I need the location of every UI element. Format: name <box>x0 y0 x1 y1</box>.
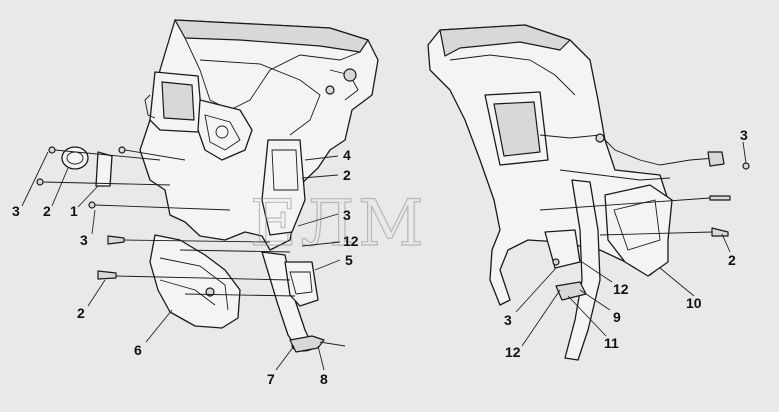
callout-5: 5 <box>345 252 353 268</box>
callout-10: 10 <box>686 295 702 311</box>
right-wiring <box>539 134 716 166</box>
left-phantom-lines <box>42 149 291 281</box>
right-bracket-12 <box>544 229 581 269</box>
callout-2: 2 <box>728 252 736 268</box>
callout-2: 2 <box>343 167 351 183</box>
right-top-shelf <box>439 24 571 57</box>
hose-clamp-ring <box>61 146 89 170</box>
callout-11: 11 <box>604 335 619 351</box>
left-assembly <box>36 19 379 353</box>
left-main-panel <box>139 19 379 251</box>
callout-12: 12 <box>613 281 629 297</box>
callout-3: 3 <box>740 127 748 143</box>
right-tube-11 <box>564 179 601 361</box>
left-top-shelf <box>174 19 369 53</box>
callout-3: 3 <box>12 203 20 219</box>
watermark-text: ЕЛМ <box>250 187 428 261</box>
bracket-1 <box>95 151 113 187</box>
callout-4: 4 <box>343 147 351 163</box>
right-bracket-10 <box>604 184 673 277</box>
callout-12: 12 <box>505 344 521 360</box>
callout-6: 6 <box>134 342 142 358</box>
callout-2: 2 <box>43 203 51 219</box>
callout-3: 3 <box>80 232 88 248</box>
callout-2: 2 <box>77 305 85 321</box>
callout-3: 3 <box>343 207 351 223</box>
left-screws <box>36 146 126 280</box>
leader-lines <box>21 141 747 371</box>
callout-labels: 3 2 1 3 2 6 4 2 3 12 5 7 8 3 2 10 12 9 3… <box>12 127 748 387</box>
left-mechanism <box>197 99 253 161</box>
callout-3: 3 <box>504 312 512 328</box>
left-base-bracket-6 <box>149 234 241 329</box>
callout-8: 8 <box>320 371 328 387</box>
callout-12: 12 <box>343 233 359 249</box>
callout-1: 1 <box>70 203 78 219</box>
callout-7: 7 <box>267 371 275 387</box>
callout-9: 9 <box>613 309 621 325</box>
